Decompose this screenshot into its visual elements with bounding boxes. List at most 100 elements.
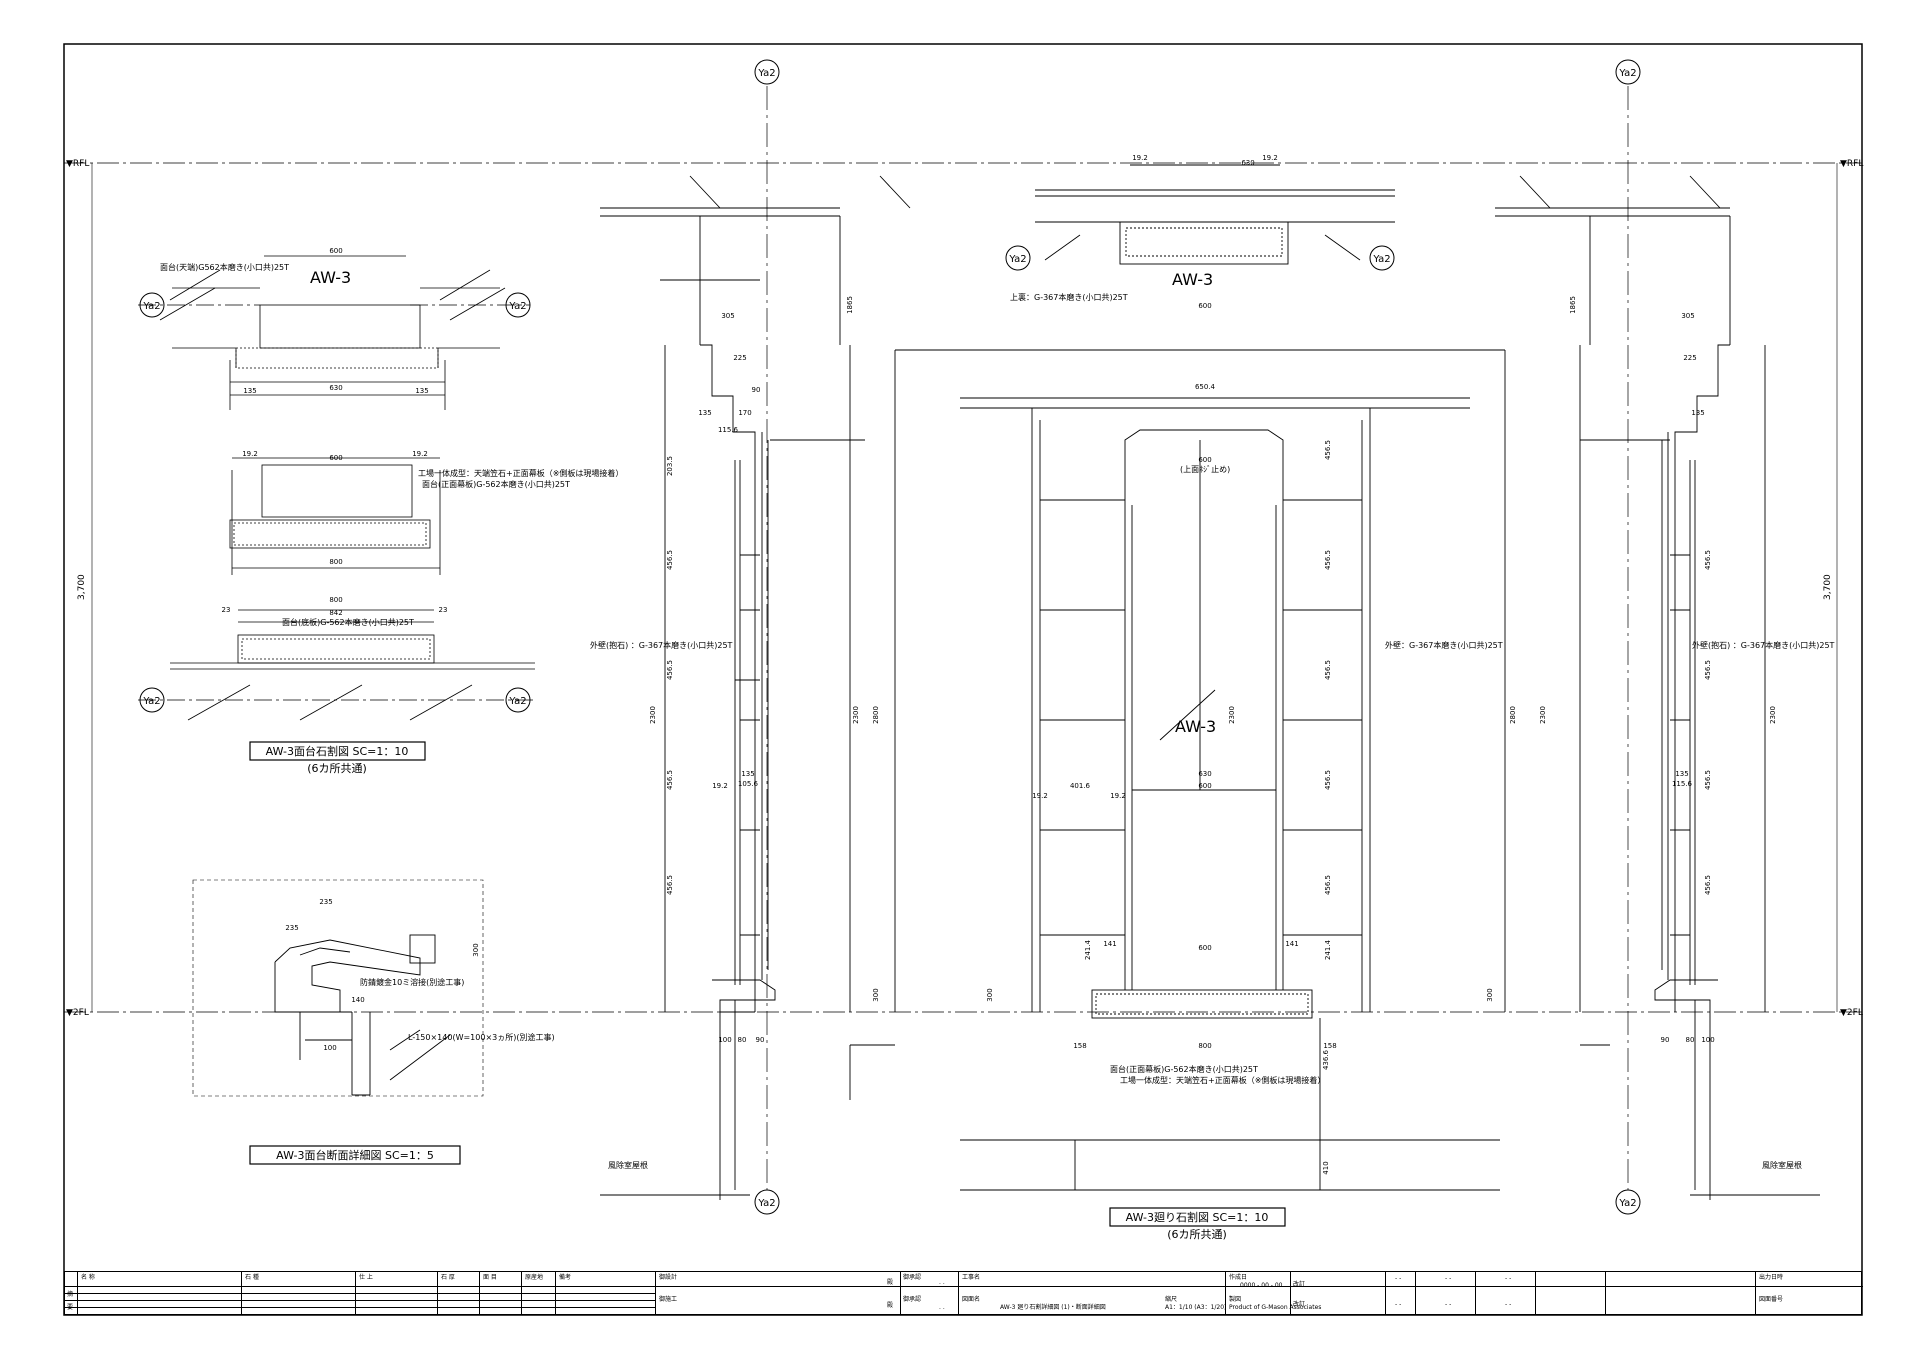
note-front-panel-2: 面台(正面幕板)G-562本磨き(小口共)25T: [1110, 1064, 1258, 1074]
dim-text: 19.2: [242, 450, 258, 458]
dim-text: 300: [1486, 988, 1494, 1001]
dim-text: 456.5: [1324, 770, 1332, 790]
dim-text: 456.5: [1324, 875, 1332, 895]
note-integral-2: 工場一体成型：天端笠石+正面幕板（※側板は現場接着）: [1120, 1075, 1325, 1085]
dim-text: 600: [329, 247, 342, 255]
tb-maker: Product of G-Mason Associates: [1229, 1304, 1322, 1311]
dim-text: 19.2: [412, 450, 428, 458]
dim-text: 19.2: [1132, 154, 1148, 162]
tb-drawing: 図面名: [962, 1296, 981, 1303]
dim-text: 401.6: [1070, 782, 1091, 790]
dim-text: 800: [329, 558, 342, 566]
note-angle: L-150×140(W=100×3ヵ所)(別途工事): [408, 1032, 555, 1042]
note-ext-wall-right: 外壁(抱石) ：G-367本磨き(小口共)25T: [1692, 640, 1835, 650]
tb-finish: 仕 上: [359, 1274, 373, 1281]
dim-text: 456.5: [1324, 660, 1332, 680]
dim-text: 2800: [872, 706, 880, 724]
dim-text: 100: [1701, 1036, 1714, 1044]
dim-text: 225: [1683, 354, 1696, 362]
tb-maker-label: 製図: [1229, 1296, 1242, 1303]
mark-aw3: AW-3: [1172, 270, 1213, 289]
dim-text: 456.5: [1704, 550, 1712, 570]
tb-mark: - -: [1445, 1301, 1452, 1308]
dim-text: 100: [718, 1036, 731, 1044]
dim-text: 141: [1285, 940, 1298, 948]
dim-text: 203.5: [666, 456, 674, 476]
dim-text: 80: [738, 1036, 747, 1044]
dim-text: 600: [1198, 782, 1211, 790]
dim-text: 800: [329, 596, 342, 604]
tb-remarks: 備考: [559, 1274, 572, 1281]
dim-text: 135: [1691, 409, 1704, 417]
dim-text: 600: [1198, 944, 1211, 952]
dim-text: 456.5: [1704, 660, 1712, 680]
note-room-right: 風除室屋根: [1762, 1160, 1802, 1170]
dim-text: 135: [243, 387, 256, 395]
dim-text: 2300: [649, 706, 657, 724]
tb-scale-label: 縮尺: [1165, 1296, 1178, 1303]
note-top-fix: (上面ﾈｼﾞ止め): [1180, 464, 1230, 474]
tb-drawing-name: AW-3 廻り石割詳細図 (1)・断面詳細図: [1000, 1304, 1106, 1311]
tb-project: 工事名: [962, 1274, 981, 1281]
tb-dono2: 殿: [887, 1302, 894, 1309]
dim-text: 800: [1198, 1042, 1211, 1050]
tb-date: 0000 - 00 - 00: [1240, 1282, 1283, 1289]
dim-text: 170: [738, 409, 751, 417]
section-frame: [192, 879, 484, 1097]
dim-text: 158: [1073, 1042, 1086, 1050]
dim-text: 456.5: [1324, 550, 1332, 570]
tb-dots: . .: [939, 1304, 945, 1311]
dim-text: 2300: [852, 706, 860, 724]
dim-text: 300: [986, 988, 994, 1001]
note-ext-wall-mid: 外壁：G-367本磨き(小口共)25T: [1385, 640, 1503, 650]
dim-text: 2800: [1509, 706, 1517, 724]
dim-text: 2300: [1228, 706, 1236, 724]
tb-number: 図面番号: [1759, 1296, 1784, 1303]
grid-label: Ya2: [757, 68, 775, 79]
dim-text: 300: [872, 988, 880, 1001]
level-2fl: ▼2FL: [1840, 1008, 1863, 1018]
title-box-2: [249, 1145, 461, 1165]
dim-text: 2300: [1769, 706, 1777, 724]
dim-text: 23: [222, 606, 231, 614]
dim-text: 241.4: [1084, 939, 1092, 960]
dim-text: 135: [415, 387, 428, 395]
note-upper-frame: 上裏：G-367本磨き(小口共)25T: [1010, 292, 1128, 302]
grid-label: Ya2: [1008, 254, 1026, 265]
dim-text: 630: [1241, 159, 1254, 167]
dim-text: 456.5: [1704, 770, 1712, 790]
dim-text: 140: [351, 996, 364, 1004]
dim-text: 158: [1323, 1042, 1336, 1050]
level-rfl: ▼RFL: [1840, 159, 1863, 169]
title-block: 摘 要 名 称 石 種 仕 上 石 厚 面 目 原産地 備考 御設計 殿 御施工…: [64, 1271, 1863, 1315]
title-box-3: [1109, 1207, 1286, 1227]
dim-text: 23: [439, 606, 448, 614]
dim-text: 115.6: [718, 426, 739, 434]
tb-scale: A1：1/10 (A3：1/20): [1165, 1304, 1227, 1311]
dim-text: 630: [329, 384, 342, 392]
height-dim: 3,700: [77, 574, 87, 600]
dim-text: 300: [472, 943, 480, 956]
tb-dono1: 殿: [887, 1279, 894, 1286]
grid-label: Ya2: [1372, 254, 1390, 265]
dim-text: 1865: [1569, 296, 1577, 314]
dim-text: 456.5: [666, 550, 674, 570]
height-dim: 3,700: [1823, 574, 1833, 600]
dim-text: 100: [323, 1044, 336, 1052]
dim-text: 225: [733, 354, 746, 362]
title-2: AW-3面台断面詳細図 SC=1：5: [276, 1148, 434, 1162]
dim-text: 241.4: [1324, 939, 1332, 960]
dim-text: 456.5: [1704, 875, 1712, 895]
dim-text: 80: [1686, 1036, 1695, 1044]
dim-text: 90: [752, 386, 761, 394]
dim-text: 2300: [1539, 706, 1547, 724]
dim-text: 19.2: [712, 782, 728, 790]
tb-memo2: 要: [67, 1304, 74, 1311]
note-top-stone: 面台(天端)G562本磨き(小口共)25T: [160, 262, 289, 272]
title-box-1: [249, 741, 426, 761]
tb-approval2: 御承認: [903, 1296, 922, 1303]
tb-approval1: 御承認: [903, 1274, 922, 1281]
tb-outdate: 出力日時: [1759, 1274, 1784, 1281]
tb-mark: - -: [1395, 1301, 1402, 1308]
